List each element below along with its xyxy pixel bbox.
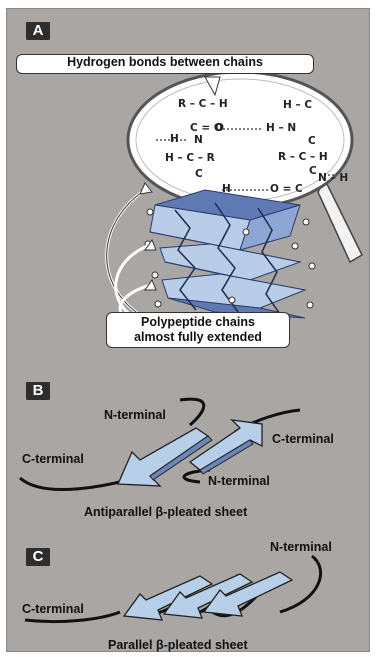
label-c-terminal: C-terminal [22, 602, 84, 616]
label-n-terminal: N-terminal [270, 540, 332, 554]
caption-parallel: Parallel β-pleated sheet [108, 638, 248, 652]
chain-loop [280, 556, 321, 612]
